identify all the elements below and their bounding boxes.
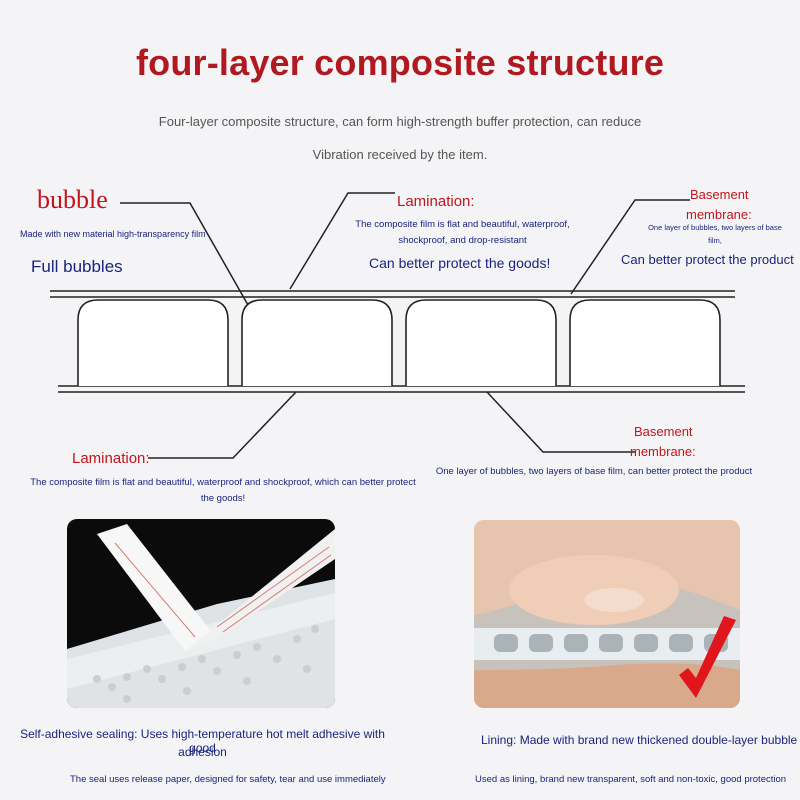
self-adhesive-seal-photo [67, 519, 335, 708]
bottom-basement-label-2: membrane: [630, 444, 696, 459]
bottom-basement-label-1: Basement [634, 424, 693, 439]
bottom-lamination-desc-1: The composite film is flat and beautiful… [30, 477, 416, 488]
top-lamination-tagline: Can better protect the goods! [369, 255, 551, 271]
bubble-shape-2 [241, 299, 393, 386]
leader-line-top-basement [570, 199, 690, 295]
leader-line-top-lamination [289, 192, 395, 290]
lining-photo [474, 520, 740, 708]
leader-line-bottom-lamination [148, 391, 297, 459]
full-bubbles-label: Full bubbles [31, 257, 123, 276]
top-basement-label-1: Basement [690, 187, 749, 202]
top-lamination-desc-1: The composite film is flat and beautiful… [355, 219, 570, 230]
bubble-desc: Made with new material high-transparency… [20, 229, 206, 239]
top-basement-label-2: membrane: [686, 207, 752, 222]
bottom-lamination-desc-2: the goods! [200, 493, 246, 504]
top-basement-desc-2: film, [708, 236, 722, 245]
leader-line-bubble [120, 202, 249, 306]
bubble-shape-4 [569, 299, 721, 386]
seal-caption-1: Self-adhesive sealing: Uses high-tempera… [20, 727, 385, 755]
lining-illustration [474, 520, 740, 708]
top-lamination-desc-2: shockproof, and drop-resistant [398, 235, 527, 246]
top-basement-desc-1: One layer of bubbles, two layers of base [648, 223, 782, 232]
lining-caption: Lining: Made with brand new thickened do… [481, 733, 800, 747]
bubble-label: bubble [37, 185, 108, 214]
bubble-shape-3 [405, 299, 557, 386]
bubble-shape-1 [77, 299, 229, 386]
subtitle-line-2: Vibration received by the item. [312, 147, 488, 162]
checkmark-icon [679, 616, 736, 698]
top-basement-tagline: Can better protect the product [621, 252, 794, 267]
leader-line-bottom-basement [486, 391, 635, 453]
page-title: four-layer composite structure [135, 42, 665, 83]
lining-note: Used as lining, brand new transparent, s… [475, 774, 787, 785]
seal-caption-2: adhesion [178, 745, 227, 759]
bottom-lamination-label: Lamination: [72, 450, 150, 467]
subtitle-line-1: Four-layer composite structure, can form… [158, 114, 642, 129]
seal-note: The seal uses release paper, designed fo… [70, 774, 386, 785]
bottom-basement-desc: One layer of bubbles, two layers of base… [435, 466, 753, 477]
seal-illustration [67, 519, 335, 708]
top-lamination-label: Lamination: [397, 193, 475, 210]
